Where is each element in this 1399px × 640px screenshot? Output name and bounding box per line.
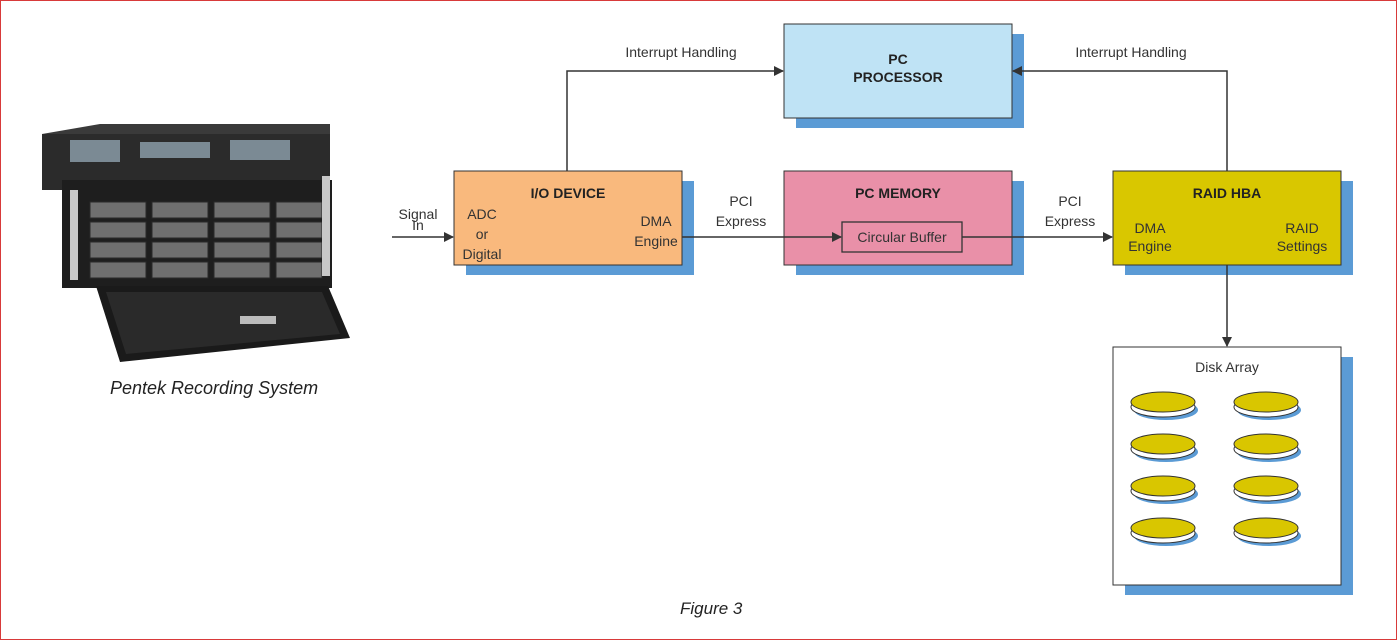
disk-icon [1233,391,1301,420]
signal-in-label-1: Signal [399,206,438,222]
disk-array-title: Disk Array [1195,359,1259,375]
disk-icon [1233,517,1301,546]
signal-in-label-2: In [412,217,424,233]
processor-box [783,23,1013,119]
disk-icon [1130,433,1198,462]
disk-array-block: Disk Array [1112,346,1353,595]
memory-title: PC MEMORY [855,185,941,201]
processor-title-line1: PC [888,51,907,67]
io-device-block: I/O DEVICE ADC or Digital DMA Engine [453,170,694,275]
disk-icon [1130,391,1198,420]
pci-left-label-1: PCI [729,193,752,209]
disk-icon [1233,475,1301,504]
io-interrupt-arrow [566,66,784,171]
disk-icon [1233,433,1301,462]
io-right-1: DMA [640,213,672,229]
recording-system-photo [42,124,350,362]
raid-right-2: Settings [1277,238,1328,254]
pci-right-label-2: Express [1045,213,1096,229]
io-device-box [453,170,683,266]
raid-interrupt-arrow [1012,66,1228,171]
interrupt-left-label: Interrupt Handling [625,44,736,60]
raid-hba-block: RAID HBA DMA Engine RAID Settings [1112,170,1353,275]
disk-icon [1130,475,1198,504]
raid-left-1: DMA [1134,220,1166,236]
disk-array-box [1112,346,1342,586]
io-device-title: I/O DEVICE [531,185,606,201]
io-right-2: Engine [634,233,678,249]
io-left-2: or [476,226,489,242]
pci-right-label-1: PCI [1058,193,1081,209]
connectors [392,66,1232,347]
figure-caption: Figure 3 [680,599,743,618]
pc-processor-block: PC PROCESSOR [783,23,1024,128]
disk-group [1130,391,1301,546]
interrupt-right-label: Interrupt Handling [1075,44,1186,60]
raid-hba-box [1112,170,1342,266]
drive-bays [89,201,323,279]
circular-buffer-box [841,221,963,253]
raid-left-2: Engine [1128,238,1172,254]
raid-title: RAID HBA [1193,185,1261,201]
circular-buffer-label: Circular Buffer [857,229,947,245]
raid-right-1: RAID [1285,220,1318,236]
processor-title-line2: PROCESSOR [853,69,942,85]
pc-memory-block: PC MEMORY Circular Buffer [783,170,1024,275]
io-left-3: Digital [463,246,502,262]
disk-icon [1130,517,1198,546]
pci-left-label-2: Express [716,213,767,229]
photo-caption: Pentek Recording System [110,378,319,398]
io-left-1: ADC [467,206,497,222]
